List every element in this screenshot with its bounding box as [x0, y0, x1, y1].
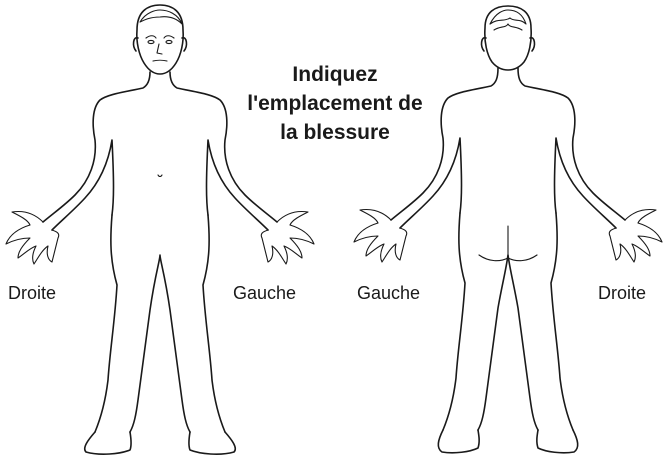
instruction-line-2: l'emplacement de — [228, 89, 442, 118]
back-head — [485, 6, 531, 70]
back-left-hand — [354, 209, 407, 262]
instruction-line-3: la blessure — [228, 118, 442, 147]
back-right-label: Droite — [598, 283, 646, 304]
front-left-label: Gauche — [233, 283, 296, 304]
back-right-hand — [609, 209, 662, 262]
back-left-label: Gauche — [357, 283, 420, 304]
front-left-hand — [261, 211, 314, 264]
instruction-heading: Indiquez l'emplacement de la blessure — [228, 60, 442, 147]
front-right-label: Droite — [8, 283, 56, 304]
front-right-hand — [6, 211, 59, 264]
back-hair — [490, 10, 526, 30]
back-buttocks — [479, 226, 537, 261]
instruction-line-1: Indiquez — [228, 60, 442, 89]
front-face — [140, 10, 182, 177]
